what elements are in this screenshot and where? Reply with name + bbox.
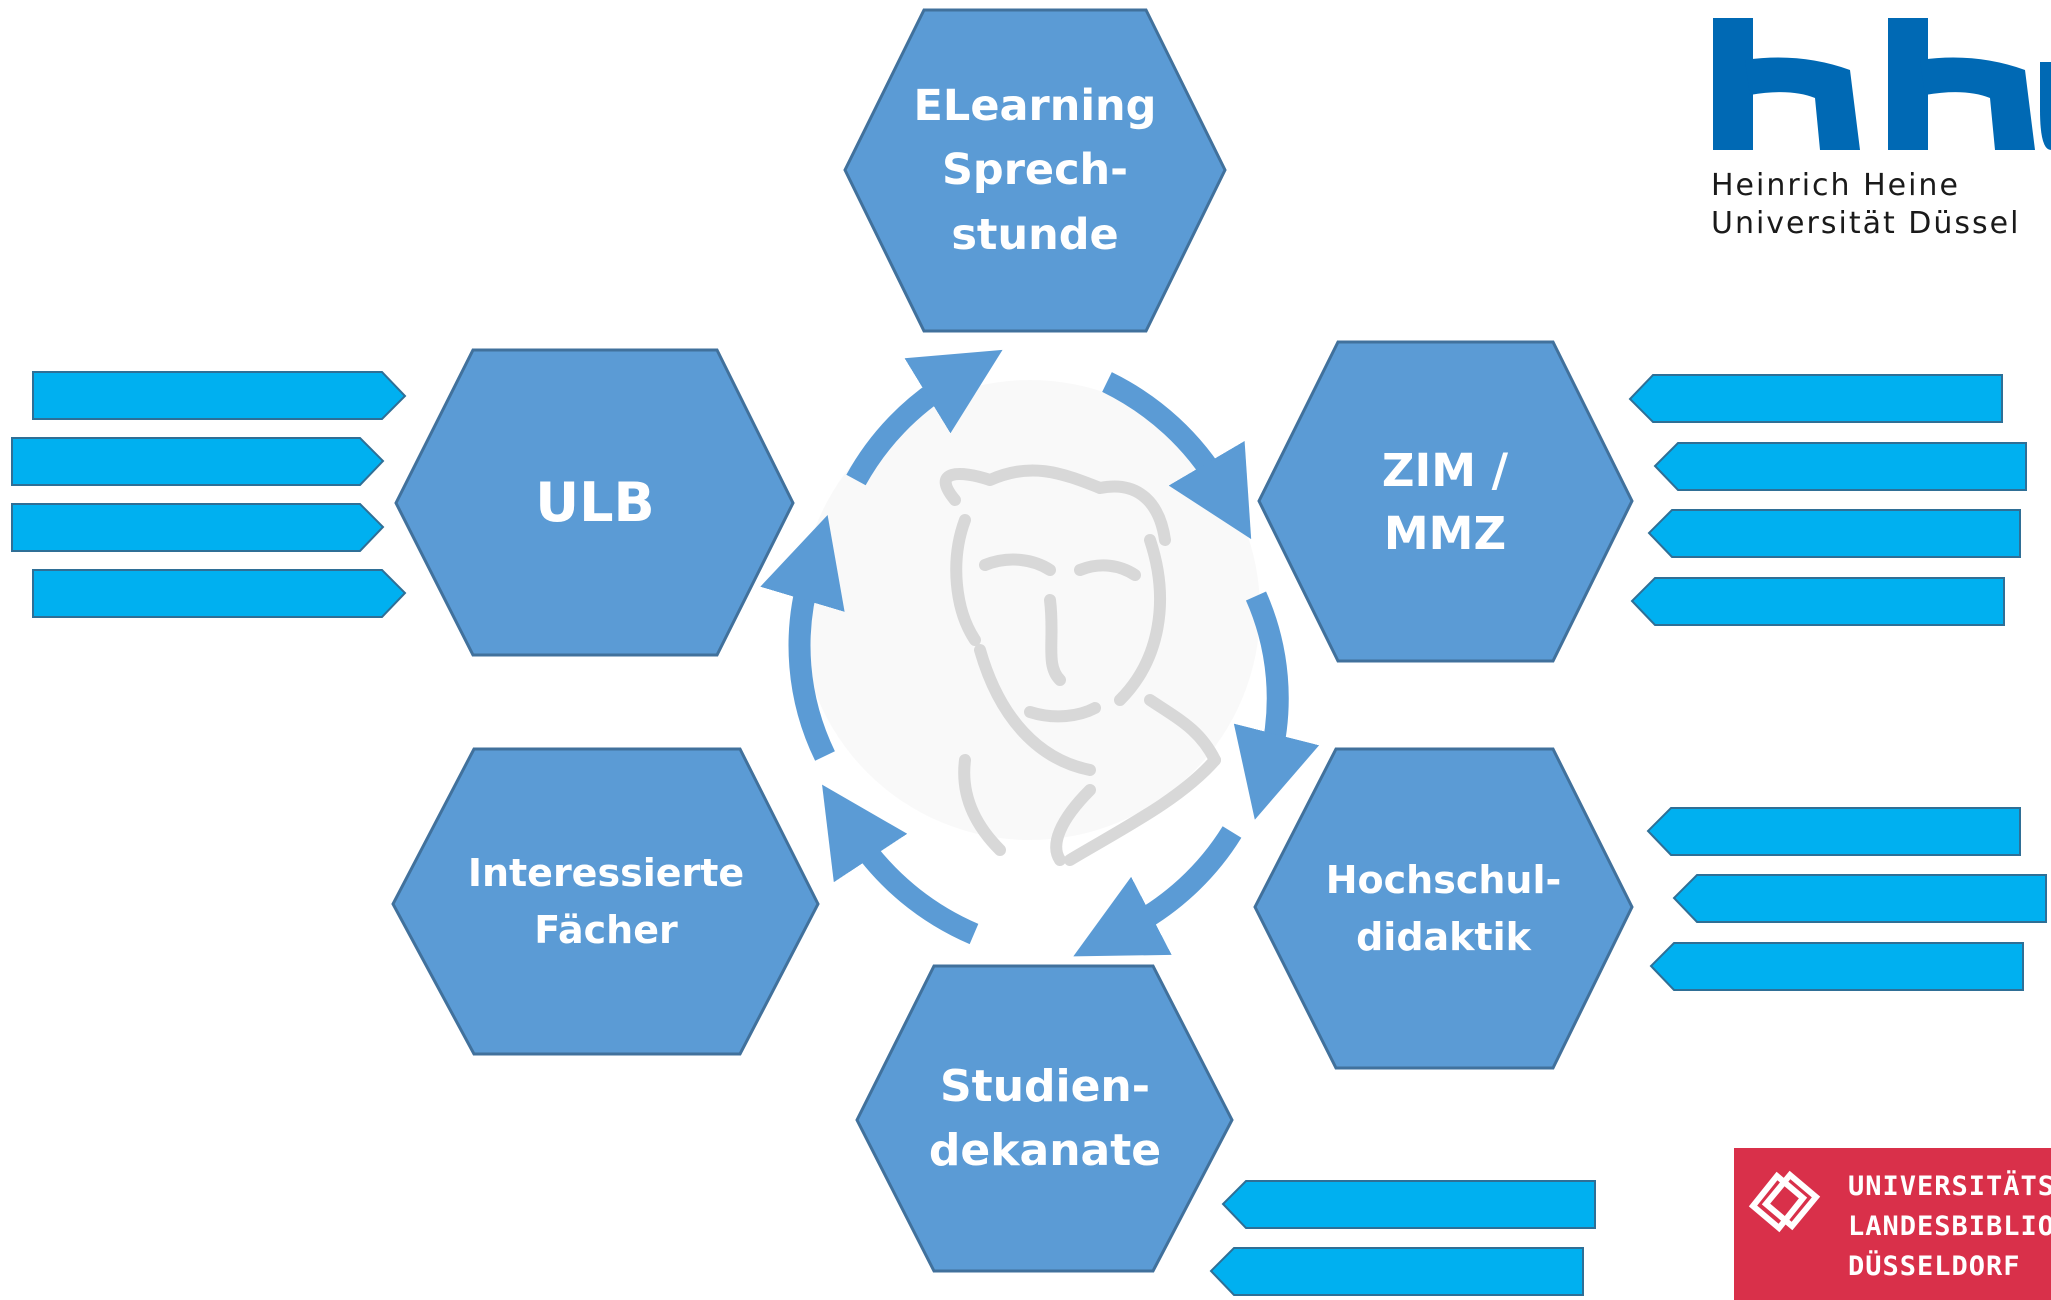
- arrow-left: [1647, 509, 2021, 558]
- arrow-left: [1672, 874, 2047, 923]
- cycle-arrow: [822, 784, 979, 945]
- hexagon-studien: [855, 964, 1234, 1273]
- book-icon: [1748, 1170, 1821, 1233]
- hexagon-label-ulb: ULB: [535, 470, 655, 534]
- hexagon-label-studien: Studien- dekanate: [928, 1060, 1162, 1176]
- arrow-left: [1221, 1180, 1596, 1229]
- portrait-sketch-icon: [939, 464, 1221, 866]
- arrows-studien: [1209, 1180, 1596, 1296]
- arrow-left: [1649, 942, 2024, 991]
- cycle-arrow: [760, 514, 845, 761]
- center-portrait: [800, 380, 1260, 866]
- ulb-logo-line2: LANDESBIBLIOT: [1848, 1211, 2051, 1242]
- arrows-hochschul: [1646, 807, 2047, 991]
- cycle-arrow: [1233, 591, 1320, 820]
- hhu-logo: [1713, 18, 2051, 150]
- hexagon-elearning: [843, 8, 1227, 333]
- hexagon-label-hochschul: Hochschul- didaktik: [1325, 857, 1562, 959]
- cycle-arrows: [760, 349, 1320, 957]
- hexagon-interessierte: [391, 747, 820, 1056]
- hexagon-ulb: [394, 348, 795, 657]
- arrow-left: [1209, 1247, 1584, 1296]
- hexagon-label-elearning: ELearning Sprech- stunde: [913, 80, 1157, 260]
- arrows-zim: [1628, 374, 2027, 626]
- arrows-ulb: [11, 371, 407, 618]
- hexagon-zim: [1257, 340, 1634, 663]
- ulb-logo-line3: DÜSSELDORF: [1848, 1251, 2021, 1282]
- cycle-arrow: [1102, 372, 1252, 540]
- arrow-right: [11, 503, 385, 552]
- ulb-logo: [1734, 1148, 2051, 1300]
- arrow-right: [11, 437, 385, 486]
- hexagon-label-zim: ZIM / MMZ: [1381, 443, 1509, 560]
- hhu-logo-line1: Heinrich Heine: [1711, 168, 1960, 203]
- hhu-logo-line2: Universität Düssel: [1711, 206, 2021, 241]
- arrow-left: [1646, 807, 2021, 856]
- arrow-left: [1630, 577, 2005, 626]
- arrow-right: [32, 569, 407, 618]
- cycle-arrow: [846, 349, 1003, 486]
- arrow-left: [1653, 442, 2027, 491]
- hexagon-label-interessierte: Interessierte Fächer: [467, 850, 745, 952]
- hexagon-hochschul: [1253, 747, 1634, 1070]
- cycle-arrow: [1073, 826, 1242, 957]
- arrow-left: [1628, 374, 2003, 423]
- hexagon-shapes: [391, 8, 1634, 1273]
- arrow-right: [32, 371, 407, 420]
- ulb-logo-line1: UNIVERSITÄTS-: [1848, 1171, 2051, 1202]
